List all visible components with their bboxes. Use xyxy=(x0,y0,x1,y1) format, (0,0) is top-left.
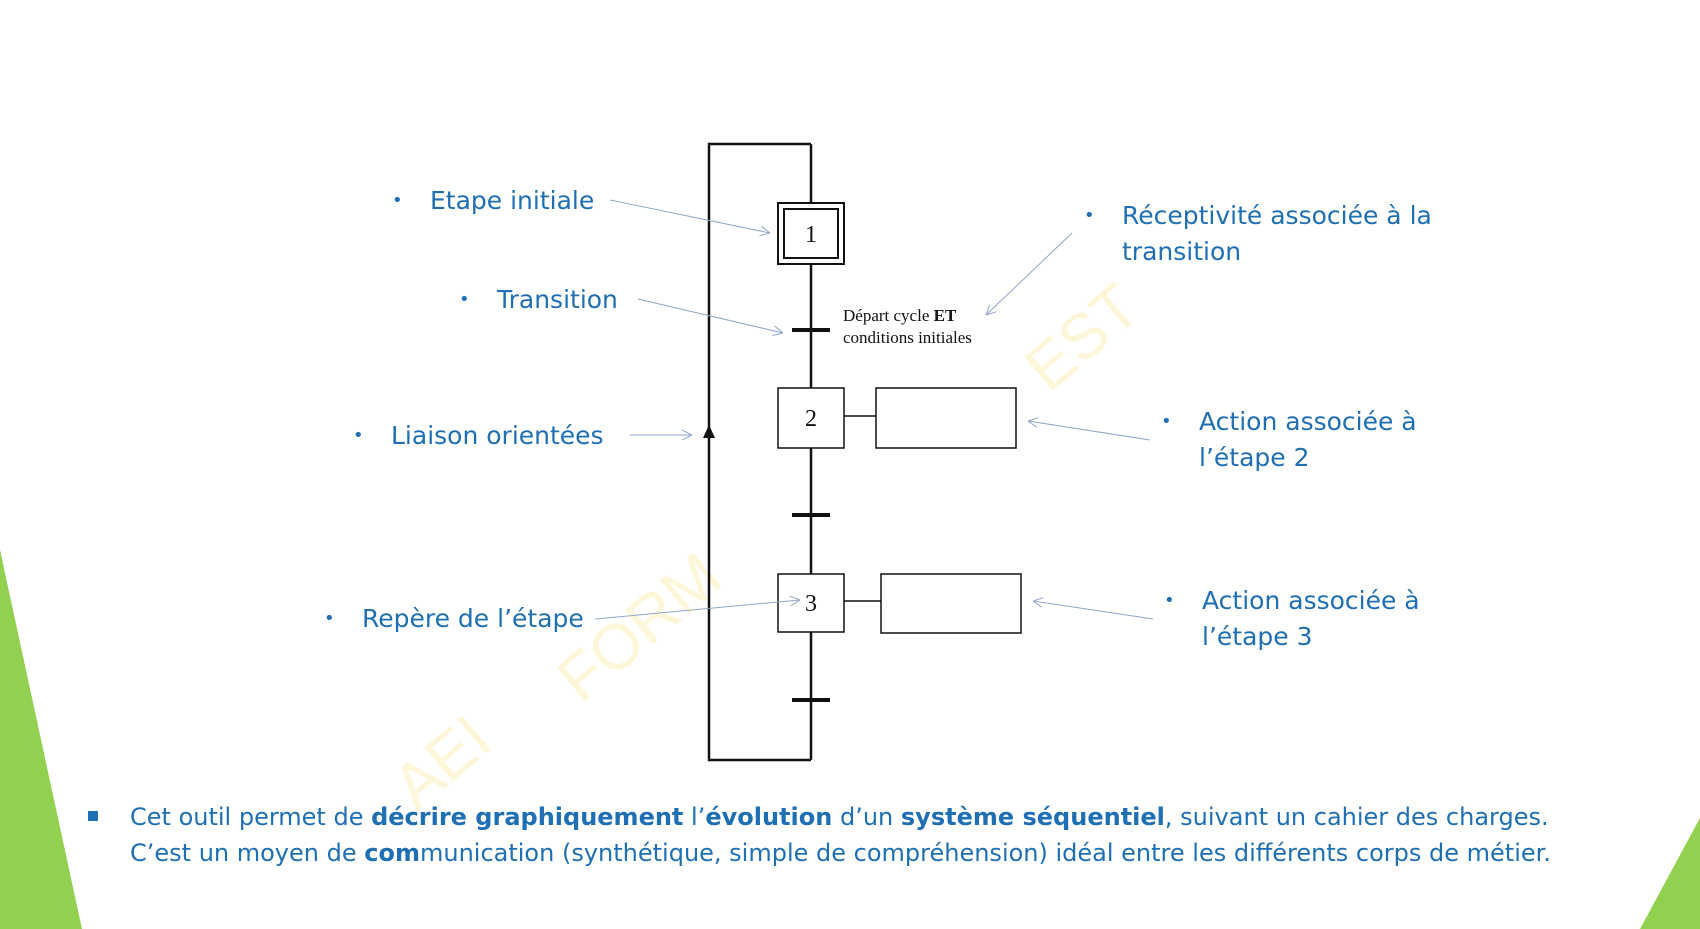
label-repere-text: Repère de l’étape xyxy=(362,604,584,633)
action-3-box xyxy=(880,573,1022,634)
bullet-icon: • xyxy=(353,425,364,446)
label-action-2-line-1: Action associée à xyxy=(1199,407,1417,436)
step-1-inner xyxy=(783,208,839,259)
note-line-2-part: munication (synthétique, simple de compr… xyxy=(419,839,1551,867)
label-receptivite-line-2: transition xyxy=(1122,237,1242,266)
arrow-action-3 xyxy=(1033,601,1154,620)
bullet-icon: • xyxy=(324,608,335,629)
note-line-1-bold: système séquentiel xyxy=(900,803,1165,831)
receptivity-line-1-bold: ET xyxy=(933,306,957,325)
label-action-2-line-2: l’étape 2 xyxy=(1199,443,1310,472)
step-3-box xyxy=(777,573,845,633)
step-2-box xyxy=(777,387,845,449)
note-line-1-part: d’un xyxy=(832,803,901,831)
arrow-repere xyxy=(594,600,800,620)
green-triangle-right xyxy=(1640,818,1700,929)
receptivity-text: Départ cycle ET conditions initiales xyxy=(843,305,972,349)
step-1-number: 1 xyxy=(805,222,817,248)
note-line-2-bold: com xyxy=(364,839,420,867)
label-action-3: • Action associée à l’étape 3 xyxy=(1164,583,1420,655)
note-line-1-part: Cet outil permet de xyxy=(130,803,372,831)
receptivity-line-1-normal: Départ cycle xyxy=(843,306,934,325)
note-line-1-bold: décrire graphiquement xyxy=(371,803,684,831)
green-triangle-left xyxy=(0,550,82,929)
note-line-1: Cet outil permet de décrire graphiquemen… xyxy=(130,799,1549,835)
label-liaison-text: Liaison orientées xyxy=(391,421,604,450)
bullet-icon: • xyxy=(459,289,470,310)
bullet-icon: • xyxy=(1084,205,1095,226)
label-action-2: • Action associée à l’étape 2 xyxy=(1161,404,1417,476)
label-repere: • Repère de l’étape xyxy=(324,601,584,637)
label-liaison: • Liaison orientées xyxy=(353,418,604,454)
bullet-icon: • xyxy=(392,190,403,211)
note-line-1-part: l’ xyxy=(683,803,706,831)
label-action-3-line-2: l’étape 3 xyxy=(1202,622,1313,651)
note-line-1-part: , suivant un cahier des charges. xyxy=(1164,803,1549,831)
label-action-3-line-1: Action associée à xyxy=(1202,586,1420,615)
label-receptivite: • Réceptivité associée à la transition xyxy=(1084,198,1432,270)
square-bullet-icon xyxy=(88,811,98,821)
receptivity-line-2: conditions initiales xyxy=(843,328,972,347)
step-3-number: 3 xyxy=(805,591,817,617)
arrow-etape-initiale xyxy=(609,199,770,233)
label-etape-initiale-text: Etape initiale xyxy=(430,186,595,215)
loop-arrowhead xyxy=(703,425,715,438)
arrow-receptivite xyxy=(986,232,1073,315)
label-etape-initiale: • Etape initiale xyxy=(392,183,595,219)
label-receptivite-line-1: Réceptivité associée à la xyxy=(1122,201,1432,230)
note-line-2: C’est un moyen de communication (synthét… xyxy=(130,835,1551,871)
note-line-1-bold: évolution xyxy=(705,803,833,831)
note-line-2-part: C’est un moyen de xyxy=(130,839,365,867)
label-transition: • Transition xyxy=(459,282,618,318)
bullet-icon: • xyxy=(1161,411,1172,432)
action-2-box xyxy=(875,387,1017,449)
receptivity-line-1: Départ cycle ET xyxy=(843,305,972,327)
label-transition-text: Transition xyxy=(497,285,618,314)
loop-back-link xyxy=(707,142,811,762)
arrow-transition xyxy=(637,298,783,333)
bullet-icon: • xyxy=(1164,590,1175,611)
arrow-action-2 xyxy=(1028,421,1151,441)
step-2-number: 2 xyxy=(805,406,817,432)
